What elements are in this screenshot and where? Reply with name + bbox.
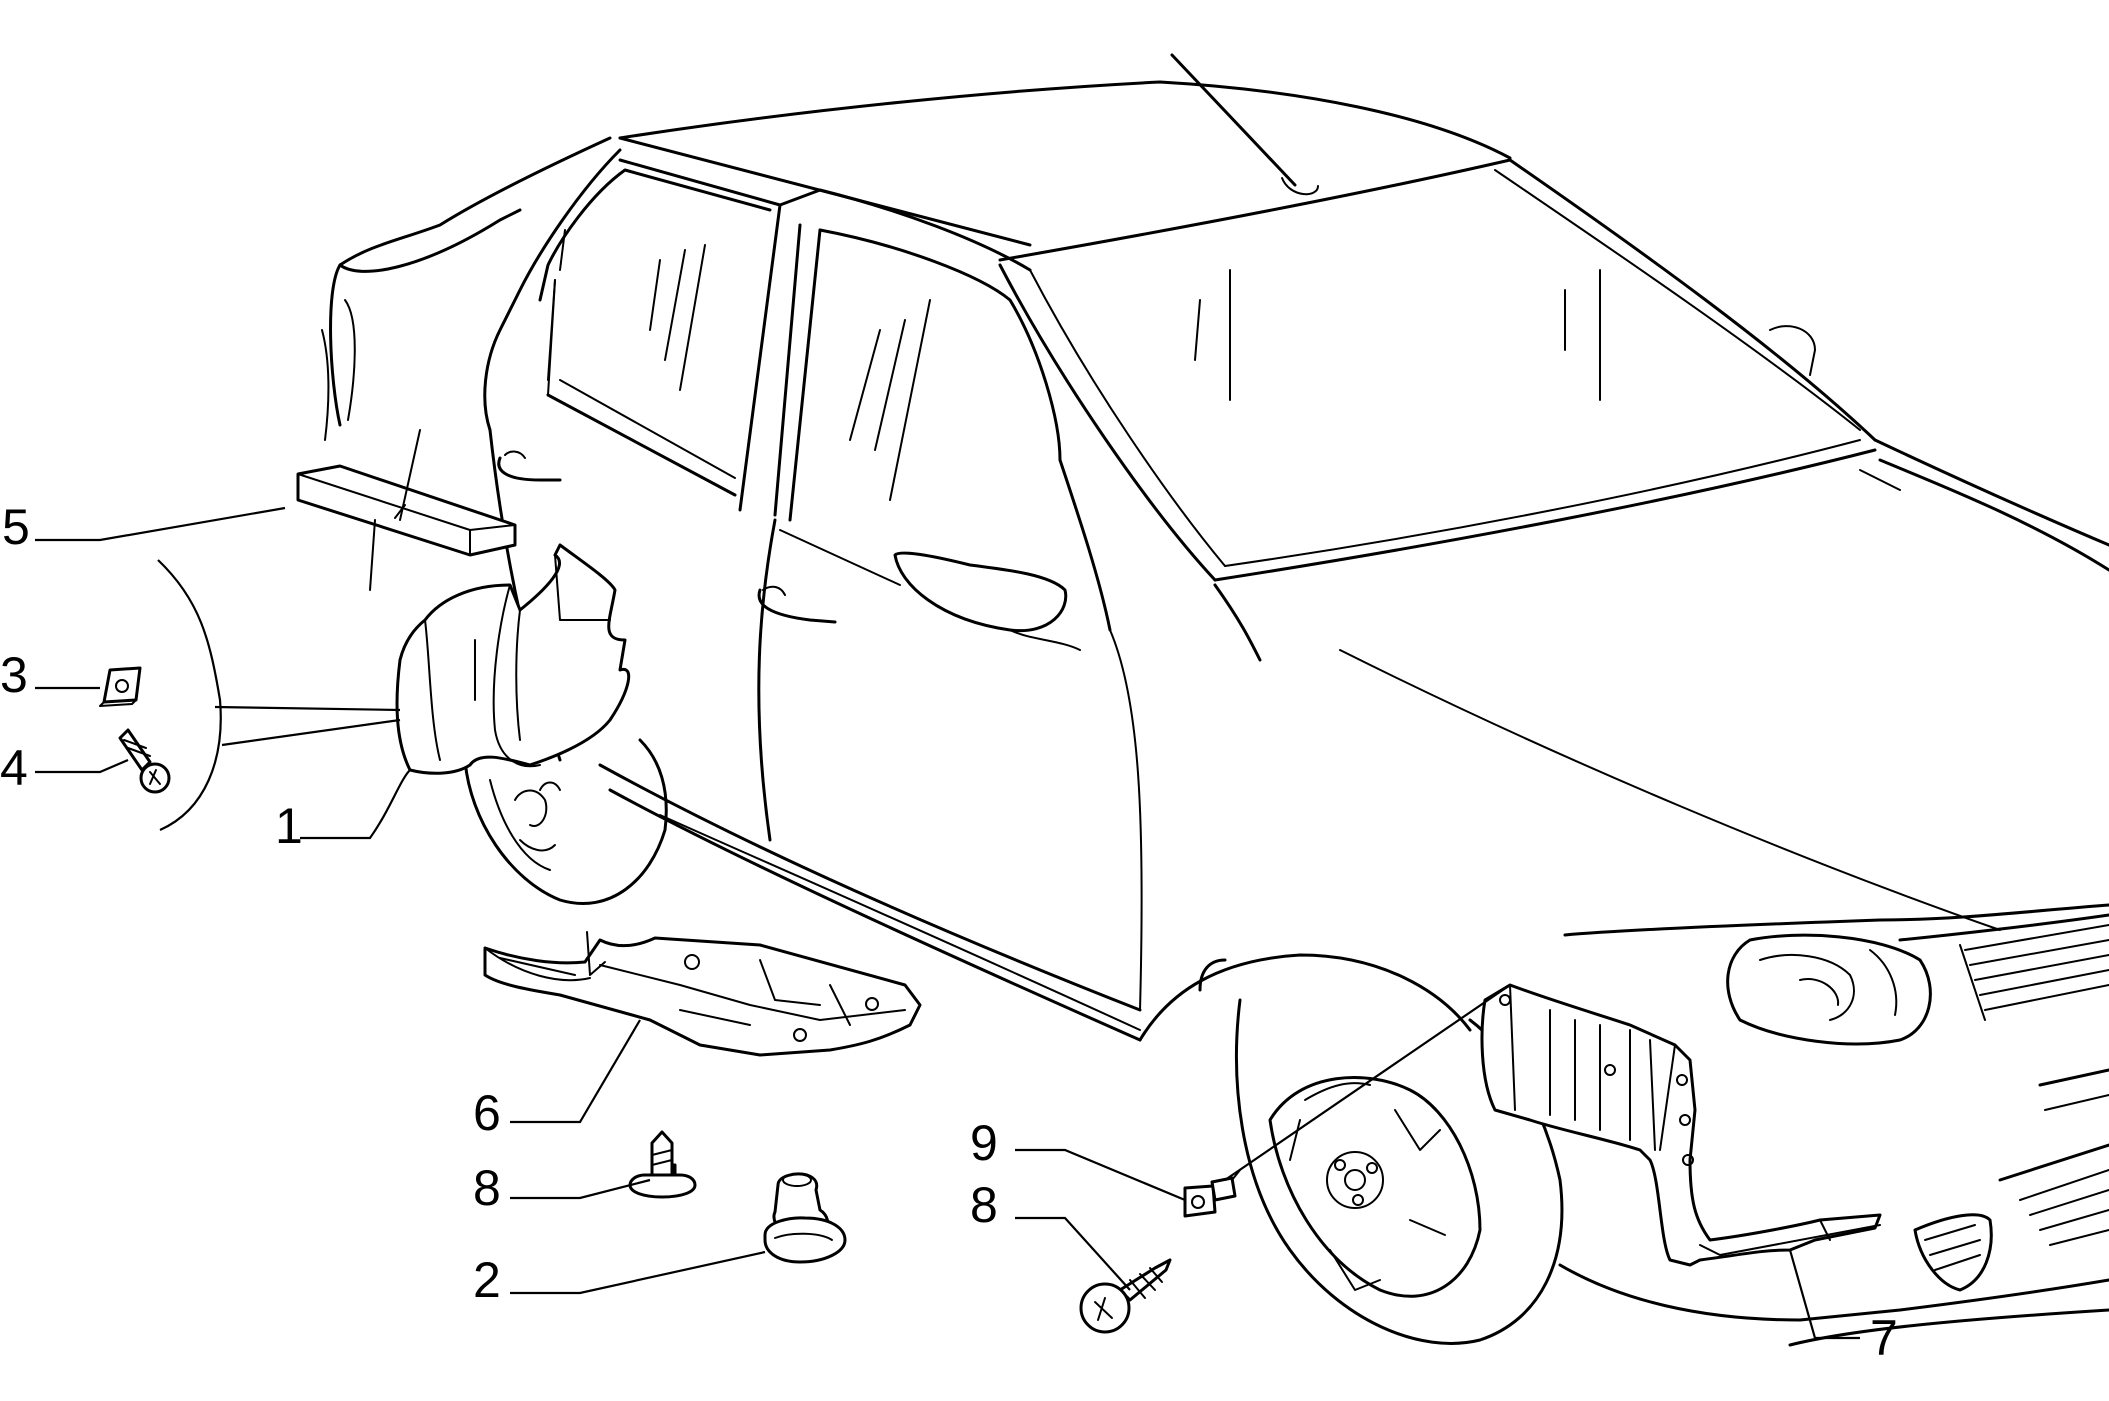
- part-8-screw-lower: [1079, 1258, 1172, 1334]
- label-3: 3: [0, 647, 28, 703]
- part-6-underbody-shield: [483, 931, 922, 1057]
- part-3-clip-nut: [99, 666, 142, 707]
- label-1: 1: [275, 798, 303, 854]
- label-5: 5: [2, 499, 30, 555]
- part-4-screw: [118, 728, 171, 794]
- label-7: 7: [1870, 1310, 1898, 1366]
- part-labels: 5 3 4 1 6 8 2 9 8 7: [0, 499, 1898, 1366]
- label-2: 2: [473, 1252, 501, 1308]
- label-4: 4: [0, 740, 28, 796]
- leader-lines: [35, 506, 1860, 1340]
- part-5-trim-strip: [296, 429, 517, 591]
- rear-wheel: [463, 738, 668, 905]
- part-2-plastic-nut: [763, 1172, 847, 1264]
- car-body: [321, 53, 2109, 1347]
- label-6: 6: [473, 1085, 501, 1141]
- part-7-front-arch-liner: [1480, 983, 1882, 1267]
- part-1-wheel-arch-liner: [395, 543, 631, 775]
- label-8a: 8: [473, 1160, 501, 1216]
- label-9: 9: [970, 1115, 998, 1171]
- part-8-screw-upper: [628, 1130, 697, 1199]
- label-8b: 8: [970, 1177, 998, 1233]
- part-9-clip: [1183, 1169, 1241, 1218]
